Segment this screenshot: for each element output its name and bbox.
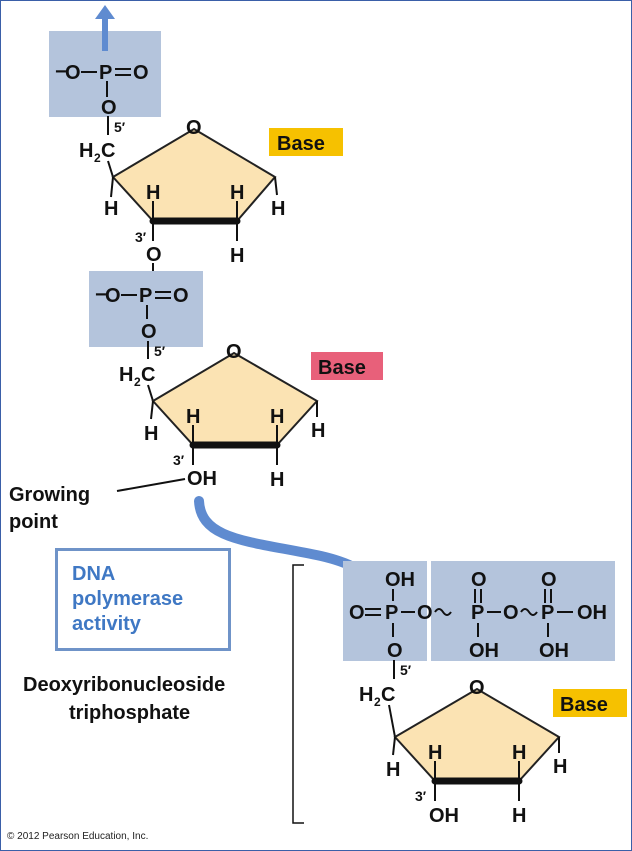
hydrogen-atom: H	[104, 198, 118, 220]
deoxyribose-ring-1	[111, 127, 277, 222]
minus-sign-2: −	[95, 284, 107, 306]
deoxyribose-ring-3	[393, 687, 561, 782]
hydroxyl-group: OH	[385, 569, 415, 591]
prime-3-label: 3′	[415, 788, 427, 804]
prime-3-label: 3′	[173, 452, 185, 468]
hydroxyl-group: OH	[429, 805, 459, 827]
growing-point-leader	[116, 478, 186, 492]
enzyme-label-line2: polymerase	[72, 588, 184, 610]
base-badge-2	[311, 352, 383, 380]
hydrogen-atom: H	[512, 742, 526, 764]
triphosphate-bracket	[292, 564, 304, 824]
oxygen-atom: O	[349, 602, 365, 624]
prime-3-label: 3′	[135, 229, 147, 245]
h2c-c: C	[141, 364, 155, 386]
ring-oxygen: O	[469, 677, 485, 699]
hydrogen-atom: H	[271, 198, 285, 220]
growing-point-label: Growing	[9, 484, 90, 506]
hydrogen-atom: H	[270, 469, 284, 491]
deoxyribose-ring-2	[151, 351, 319, 446]
hydroxyl-group: OH	[539, 640, 569, 662]
prime-5-label: 5′	[154, 343, 166, 359]
nucleotide-1: − O P O O 5′ H 2 C O Base H H H H H 3′ O	[49, 5, 343, 281]
hydrogen-atom: H	[186, 406, 200, 428]
prime-5-label: 5′	[114, 119, 126, 135]
enzyme-label-line1: DNA	[72, 563, 116, 585]
incoming-dntp: OH O P O O P O OH O P OH OH O 5′ H 2 C	[343, 561, 627, 827]
hydrogen-atom: H	[270, 406, 284, 428]
hydrogen-atom: H	[386, 759, 400, 781]
hydroxyl-group: OH	[469, 640, 499, 662]
prime-5-label: 5′	[400, 662, 412, 678]
h2c-h: H	[359, 684, 373, 706]
phosphorus-atom: P	[139, 285, 152, 307]
hydrogen-atom: H	[146, 182, 160, 204]
h2c-h: H	[79, 140, 93, 162]
oxygen-atom: O	[417, 602, 433, 624]
oxygen-atom: O	[133, 62, 149, 84]
enzyme-label-box: DNA polymerase activity	[55, 548, 231, 651]
oxygen-atom: O	[65, 62, 81, 84]
oxygen-atom: O	[141, 321, 157, 343]
h2c-c: C	[101, 140, 115, 162]
phosphoanhydride-bond-1	[434, 608, 452, 616]
h2c-h: H	[119, 364, 133, 386]
ring-oxygen: O	[226, 341, 242, 363]
hydroxyl-group: OH	[187, 468, 217, 490]
hydrogen-atom: H	[230, 182, 244, 204]
base-badge-1	[269, 128, 343, 156]
base-label-2: Base	[318, 357, 366, 379]
enzyme-label: DNA polymerase activity	[72, 562, 183, 637]
substrate-label-2: triphosphate	[69, 702, 190, 724]
h2c-subscript: 2	[134, 375, 141, 389]
minus-sign-1: −	[55, 61, 67, 83]
base-label-1: Base	[277, 133, 325, 155]
hydrogen-atom: H	[428, 742, 442, 764]
substrate-label-1: Deoxyribonucleoside	[23, 674, 225, 696]
hydrogen-atom: H	[512, 805, 526, 827]
phosphorus-atom: P	[99, 62, 112, 84]
hydroxyl-group: OH	[577, 602, 607, 624]
copyright-notice: © 2012 Pearson Education, Inc.	[7, 831, 148, 842]
oxygen-atom: O	[541, 569, 557, 591]
oxygen-atom: O	[101, 97, 117, 119]
hydrogen-atom: H	[311, 420, 325, 442]
h2c-subscript: 2	[94, 151, 101, 165]
hydrogen-atom: H	[230, 245, 244, 267]
hydrogen-atom: H	[553, 756, 567, 778]
enzyme-label-line3: activity	[72, 613, 141, 635]
hydrogen-atom: H	[144, 423, 158, 445]
oxygen-atom: O	[105, 285, 121, 307]
oxygen-atom: O	[471, 569, 487, 591]
chain-arrow-head	[95, 5, 115, 19]
h2c-c: C	[381, 684, 395, 706]
phosphorus-atom: P	[541, 602, 554, 624]
phosphorus-atom: P	[385, 602, 398, 624]
nucleotide-2: − O P O O 5′ H 2 C O Base H H H H H 3′ O…	[89, 271, 383, 491]
phosphorus-atom: P	[471, 602, 484, 624]
oxygen-atom: O	[387, 640, 403, 662]
ring-oxygen: O	[186, 117, 202, 139]
h2c-subscript: 2	[374, 695, 381, 709]
phosphoanhydride-bond-2	[520, 608, 538, 616]
base-badge-3	[553, 689, 627, 717]
oxygen-atom: O	[173, 285, 189, 307]
base-label-3: Base	[560, 694, 608, 716]
oxygen-atom: O	[146, 244, 162, 266]
growing-point-label-2: point	[9, 511, 58, 533]
oxygen-atom: O	[503, 602, 519, 624]
